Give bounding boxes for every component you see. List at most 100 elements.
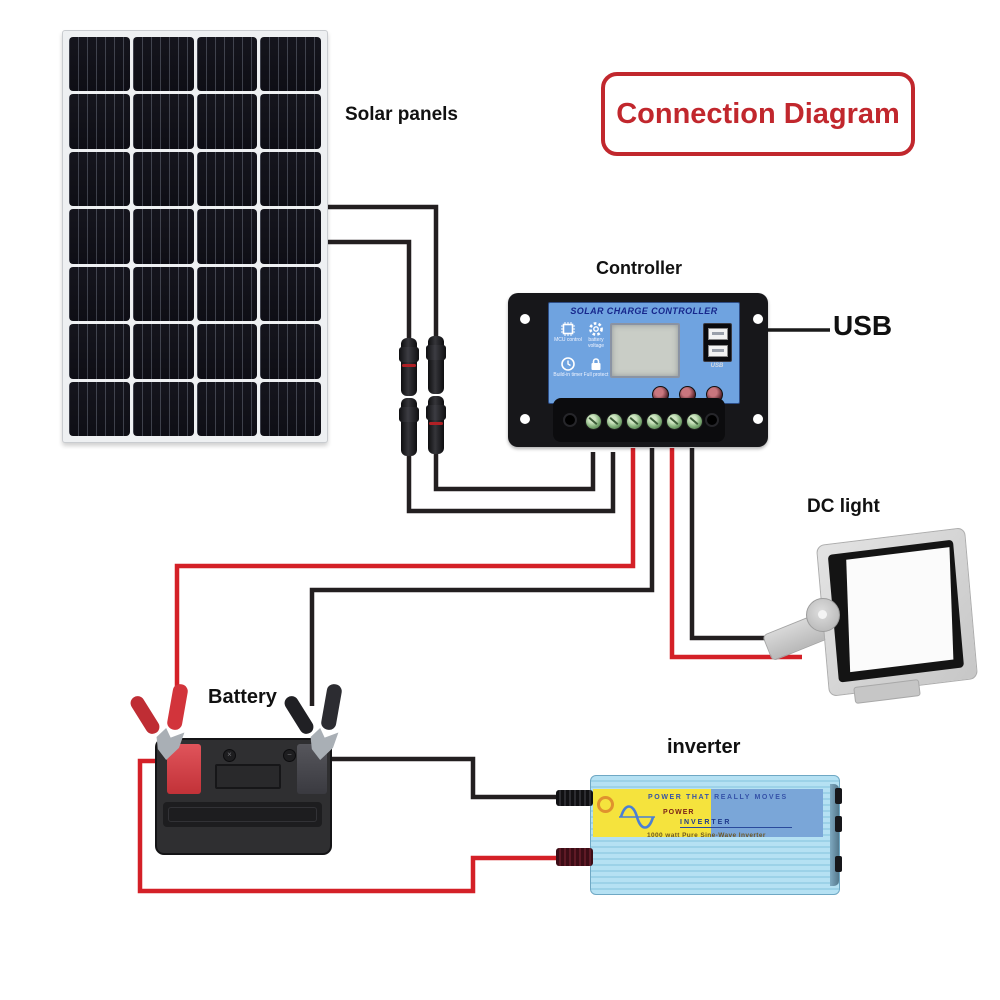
light-panel [846, 547, 954, 673]
solar-panel-grid [69, 37, 321, 436]
mounting-hole [520, 414, 530, 424]
inverter-text-inverter: INVERTER [680, 819, 792, 828]
inverter-outlet-edge [830, 784, 842, 886]
solar-cell [260, 94, 321, 149]
solar-cell [196, 209, 258, 264]
solar-cell [69, 151, 130, 207]
usb-port-icon [707, 328, 728, 341]
inverter: POWER THAT REALLY MOVES POWER INVERTER 1… [556, 775, 842, 895]
mc4-connector [426, 336, 446, 394]
red-alligator-clamp [127, 683, 208, 774]
wire-pv-to-controller-1 [433, 450, 596, 492]
solar-cell [196, 151, 258, 207]
inverter-slogan: POWER THAT REALLY MOVES [648, 794, 788, 801]
solar-cell [260, 151, 321, 207]
solar-cell [260, 37, 321, 92]
mounting-hole [753, 414, 763, 424]
wire-pv-to-controller-2 [406, 450, 616, 514]
controller-faceplate: SOLAR CHARGE CONTROLLER MCU control batt… [548, 302, 740, 404]
screw-terminal-pv-minus[interactable] [606, 413, 623, 430]
solar-cell [69, 94, 130, 149]
lock-icon [581, 355, 611, 373]
solar-cell [260, 381, 321, 436]
controller-header: SOLAR CHARGE CONTROLLER [570, 306, 718, 316]
inverter-positive-connector [556, 848, 593, 866]
usb-logo: USB [710, 363, 724, 369]
diagram-title-box: Connection Diagram [601, 72, 915, 156]
solar-cell [196, 381, 258, 436]
usb-label: USB [833, 310, 893, 341]
dc-light-label: DC light [807, 496, 880, 517]
screw-icon: × [223, 749, 236, 762]
screw-terminal-load-minus[interactable] [686, 413, 703, 430]
wire-pv-string-wire-2 [326, 239, 412, 346]
outlet-tab [835, 856, 842, 872]
solar-cell [132, 209, 194, 264]
screw-icon: − [283, 749, 296, 762]
mounting-hole [753, 314, 763, 324]
wire-controller-to-battery-negative [309, 448, 655, 706]
terminal-strip [553, 398, 725, 442]
screw-terminal-battery-minus[interactable] [646, 413, 663, 430]
solar-cell [260, 324, 321, 379]
solar-cell [260, 266, 321, 322]
solar-panel [62, 30, 328, 443]
solar-cell [69, 324, 130, 379]
clamp-jaw [310, 728, 339, 760]
controller-label: Controller [596, 258, 683, 278]
solar-cell [196, 266, 258, 322]
gear-icon [581, 320, 611, 338]
screw-terminal-pv-plus[interactable] [585, 413, 602, 430]
bracket-pivot [806, 598, 840, 632]
mounting-hole [520, 314, 530, 324]
lcd-screen [610, 323, 680, 378]
feature-mcu: MCU control [553, 320, 583, 344]
feature-timer: Build-in timer [553, 355, 583, 379]
terminal-hole [563, 413, 577, 427]
usb-ports[interactable] [703, 323, 732, 362]
solar-cell [69, 381, 130, 436]
clamp-handle [166, 683, 189, 731]
solar-cell [132, 324, 194, 379]
solar-cell [132, 37, 194, 92]
clamp-handle [281, 693, 317, 737]
mc4-connector [399, 338, 419, 396]
inverter-text-spec: 1000 watt Pure Sine-Wave Inverter [647, 832, 766, 839]
solar-cell [132, 381, 194, 436]
solar-cell [196, 37, 258, 92]
feature-voltage: battery voltage [581, 320, 611, 349]
battery: × − [155, 738, 332, 855]
clamp-handle [320, 683, 343, 731]
screw-terminal-load-plus[interactable] [666, 413, 683, 430]
chip-icon [553, 320, 583, 338]
black-alligator-clamp [281, 683, 362, 774]
terminal-hole [705, 413, 719, 427]
clock-icon [553, 355, 583, 373]
outlet-tab [835, 788, 842, 804]
solar-cell [69, 37, 130, 92]
clamp-handle [127, 693, 163, 737]
wire-battery-to-inverter-negative [330, 756, 562, 800]
clamp-jaw [156, 728, 185, 760]
mc4-connector [426, 396, 446, 454]
outlet-tab [835, 816, 842, 832]
mc4-connector [399, 398, 419, 456]
wire-battery-to-inverter-positive [137, 758, 562, 894]
solar-cell [196, 324, 258, 379]
solar-cell [69, 209, 130, 264]
solar-panels-label: Solar panels [345, 104, 458, 125]
solar-cell [132, 266, 194, 322]
inverter-text-power: POWER [663, 809, 695, 816]
usb-port-icon [707, 344, 728, 357]
light-head [815, 527, 979, 697]
inverter-blue-panel [711, 789, 823, 837]
solar-cell [196, 94, 258, 149]
screw-terminal-battery-plus[interactable] [626, 413, 643, 430]
inverter-negative-connector [556, 790, 593, 806]
solar-cell [260, 209, 321, 264]
inverter-label: inverter [667, 736, 741, 758]
battery-label: Battery [208, 686, 277, 708]
wire-controller-to-battery-positive [174, 448, 636, 706]
